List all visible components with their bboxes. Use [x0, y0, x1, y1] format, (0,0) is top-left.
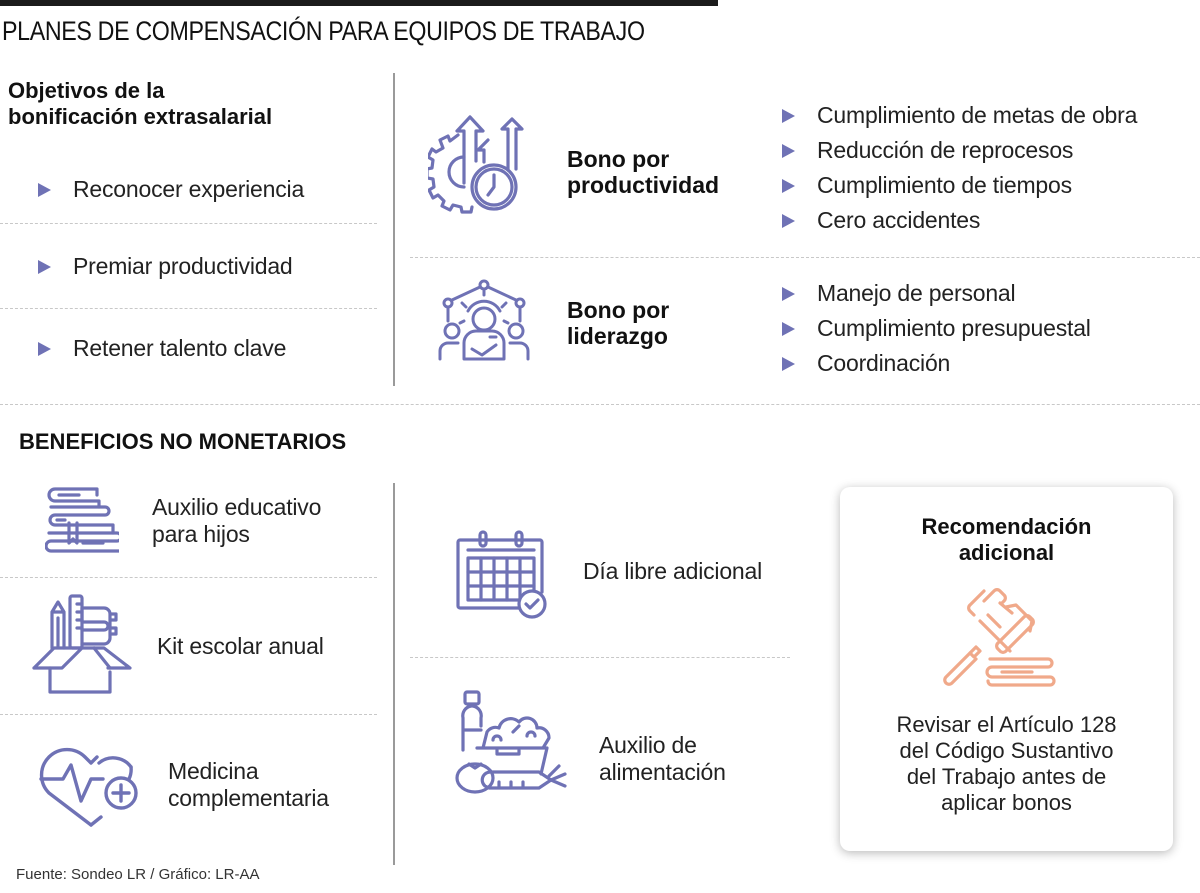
- objectives-heading-line1: Objetivos de la: [8, 78, 165, 103]
- leadership-item: Manejo de personal: [782, 280, 1016, 307]
- benefit-day-off-label: Día libre adicional: [583, 558, 763, 584]
- productivity-item: Cumplimiento de metas de obra: [782, 102, 1137, 129]
- recommendation-text: Revisar el Artículo 128 del Código Susta…: [840, 712, 1173, 816]
- triangle-bullet-icon: [782, 286, 795, 301]
- reco-title-line2: adicional: [958, 540, 1055, 565]
- non-monetary-heading: BENEFICIOS NO MONETARIOS: [19, 429, 347, 454]
- calendar-check-icon: [456, 528, 550, 620]
- triangle-bullet-icon: [38, 259, 51, 274]
- triangle-bullet-icon: [782, 178, 795, 193]
- productivity-label: Reducción de reprocesos: [817, 137, 1074, 163]
- source-credit: Fuente: Sondeo LR / Gráfico: LR-AA: [16, 866, 260, 883]
- objective-item: Premiar productividad: [38, 253, 293, 280]
- gear-clock-growth-icon: [428, 115, 533, 220]
- productivity-item: Cero accidentes: [782, 207, 980, 234]
- team-leader-icon: [438, 279, 530, 363]
- gavel-icon: [940, 587, 1060, 689]
- benefit-line2: para hijos: [152, 521, 250, 547]
- recommendation-card: Recomendación adicional Revisar el Artíc…: [840, 487, 1173, 851]
- school-kit-icon: [30, 592, 136, 694]
- reco-text-line: Revisar el Artículo 128: [896, 712, 1117, 737]
- divider: [410, 257, 1200, 258]
- productivity-label: Cumplimiento de tiempos: [817, 172, 1072, 198]
- reco-title-line1: Recomendación: [921, 514, 1092, 539]
- reco-text-line: del Trabajo antes de: [906, 764, 1107, 789]
- triangle-bullet-icon: [782, 213, 795, 228]
- productivity-item: Cumplimiento de tiempos: [782, 172, 1072, 199]
- section-divider: [0, 404, 1200, 405]
- leadership-item: Cumplimiento presupuestal: [782, 315, 1091, 342]
- reco-text-line: del Código Sustantivo: [899, 738, 1114, 763]
- productivity-label: Cumplimiento de metas de obra: [817, 102, 1138, 128]
- triangle-bullet-icon: [782, 356, 795, 371]
- bono-title-line2: productividad: [567, 172, 720, 198]
- objective-label: Reconocer experiencia: [73, 176, 305, 202]
- benefit-school-kit-label: Kit escolar anual: [157, 633, 324, 659]
- objective-label: Retener talento clave: [73, 335, 287, 361]
- objectives-heading-line2: bonificación extrasalarial: [8, 104, 273, 129]
- top-rule: [0, 0, 718, 6]
- books-icon: [45, 487, 119, 553]
- page-title: PLANES DE COMPENSACIÓN PARA EQUIPOS DE T…: [2, 16, 645, 46]
- benefit-medicine-label: Medicina complementaria: [168, 758, 329, 812]
- objectives-heading: Objetivos de la bonificación extrasalari…: [8, 78, 272, 130]
- benefit-line1: Auxilio educativo: [152, 494, 322, 520]
- vertical-divider: [393, 483, 395, 865]
- objective-item: Retener talento clave: [38, 335, 286, 362]
- divider: [0, 223, 377, 224]
- leadership-label: Cumplimiento presupuestal: [817, 315, 1091, 341]
- divider: [0, 577, 377, 578]
- bono-title-line2: liderazgo: [567, 323, 668, 349]
- objective-item: Reconocer experiencia: [38, 176, 304, 203]
- reco-text-line: aplicar bonos: [941, 790, 1072, 815]
- benefit-line2: alimentación: [599, 759, 726, 785]
- divider: [0, 714, 377, 715]
- productivity-item: Reducción de reprocesos: [782, 137, 1073, 164]
- leadership-label: Manejo de personal: [817, 280, 1016, 306]
- benefit-line1: Auxilio de: [599, 732, 697, 758]
- triangle-bullet-icon: [782, 321, 795, 336]
- heart-health-icon: [35, 743, 140, 831]
- benefit-line2: complementaria: [168, 785, 329, 811]
- leadership-item: Coordinación: [782, 350, 950, 377]
- leadership-label: Coordinación: [817, 350, 951, 376]
- groceries-icon: [453, 690, 571, 798]
- triangle-bullet-icon: [782, 143, 795, 158]
- productivity-label: Cero accidentes: [817, 207, 981, 233]
- benefit-line1: Medicina: [168, 758, 259, 784]
- recommendation-title: Recomendación adicional: [840, 514, 1173, 566]
- bono-title-line1: Bono por: [567, 146, 670, 172]
- benefit-food-label: Auxilio de alimentación: [599, 732, 726, 786]
- objective-label: Premiar productividad: [73, 253, 293, 279]
- bono-title-line1: Bono por: [567, 297, 670, 323]
- bono-productividad-title: Bono por productividad: [567, 146, 719, 198]
- vertical-divider: [393, 73, 395, 386]
- divider: [0, 308, 377, 309]
- triangle-bullet-icon: [38, 182, 51, 197]
- benefit-education-label: Auxilio educativo para hijos: [152, 494, 321, 548]
- bono-liderazgo-title: Bono por liderazgo: [567, 297, 669, 349]
- triangle-bullet-icon: [38, 341, 51, 356]
- divider: [410, 657, 790, 658]
- triangle-bullet-icon: [782, 108, 795, 123]
